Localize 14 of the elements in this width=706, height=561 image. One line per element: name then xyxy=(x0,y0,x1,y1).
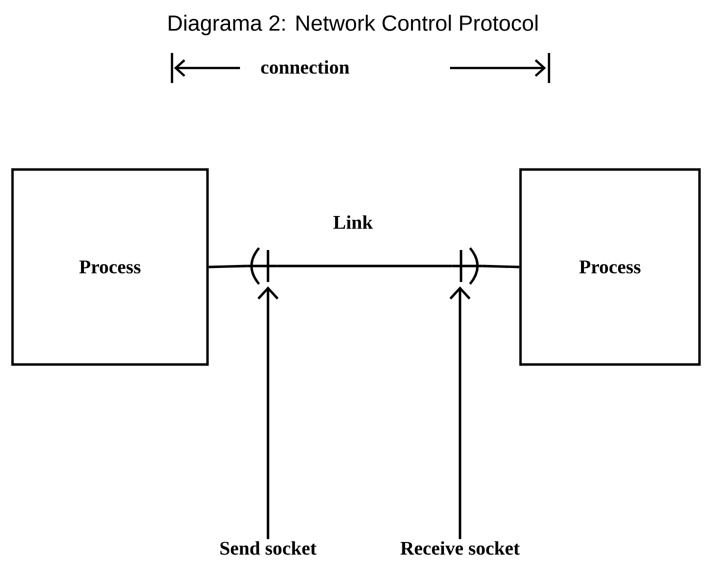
process-box: Process xyxy=(519,168,701,366)
arrow xyxy=(449,286,471,540)
link-line xyxy=(208,264,247,268)
edge-label: Link xyxy=(333,215,373,229)
arrow xyxy=(257,286,279,540)
socket-label: Send socket xyxy=(220,541,316,555)
socket-symbol xyxy=(246,247,278,285)
title: Diagrama 2: Network Control Protocol xyxy=(168,14,538,36)
link-line xyxy=(277,264,452,268)
dimension-label: connection xyxy=(261,60,350,74)
socket-label: Receive socket xyxy=(400,541,520,555)
link-line xyxy=(482,264,520,268)
process-box: Process xyxy=(11,168,209,366)
socket-symbol xyxy=(452,247,482,285)
